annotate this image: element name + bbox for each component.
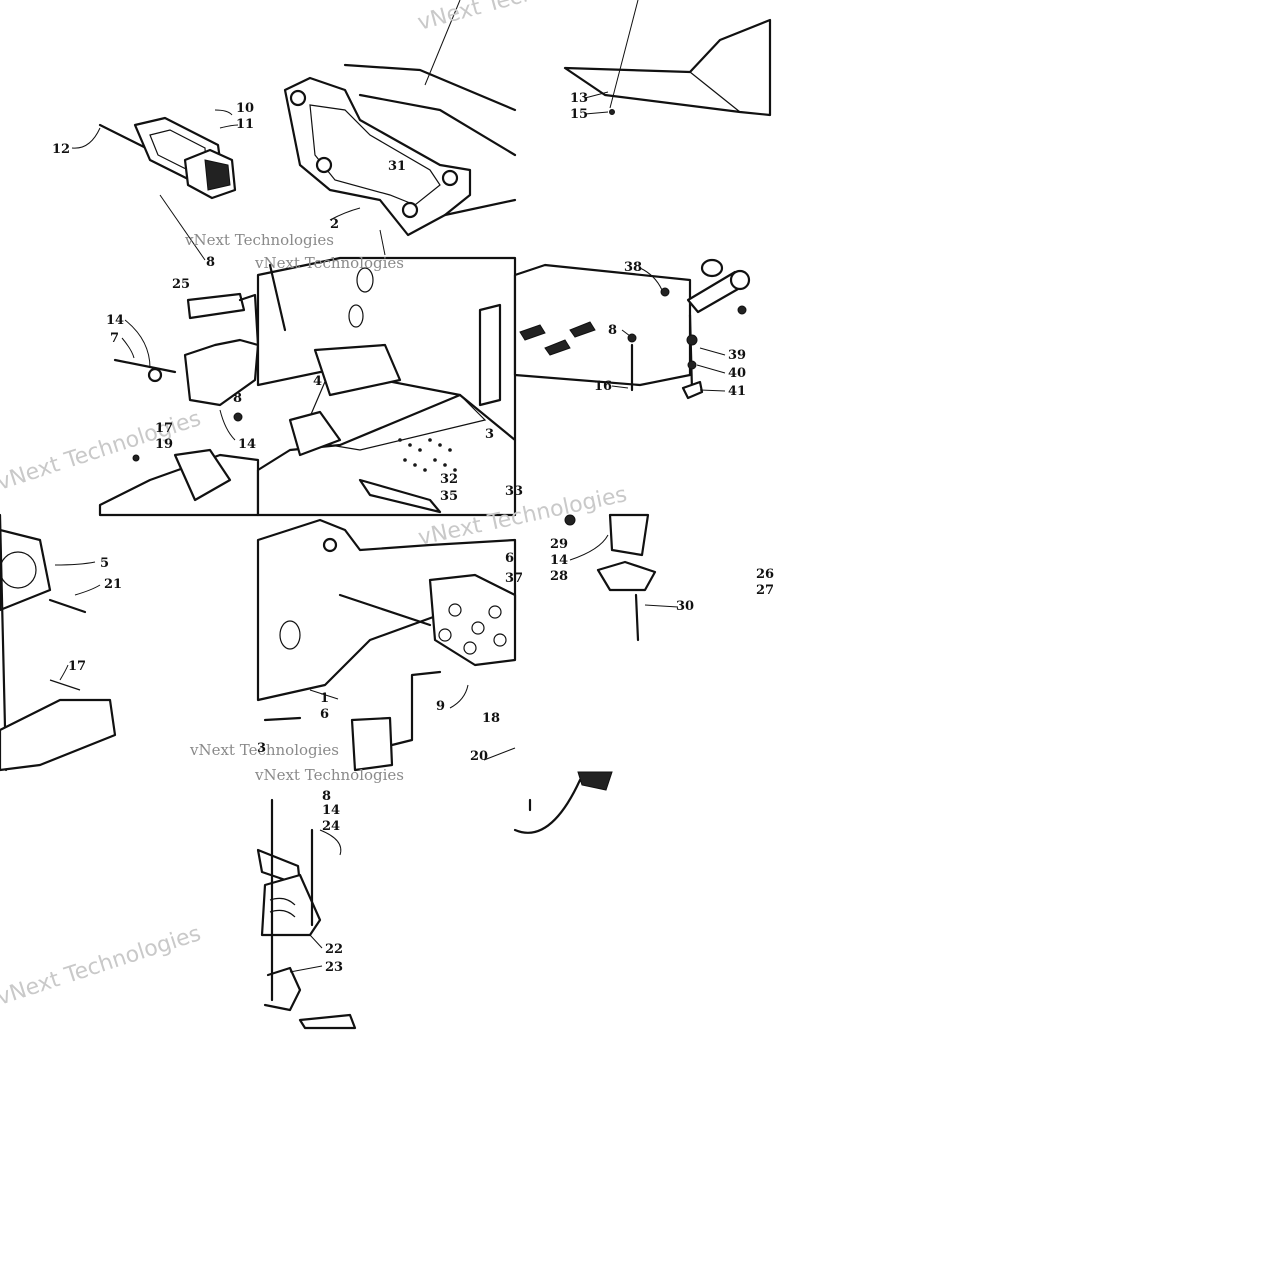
watermark: vNext Technologies [0,921,204,1010]
part-label: 12 [52,142,70,157]
part-label: 10 [236,101,254,116]
part-label: 14 [550,553,568,568]
part-label: 16 [594,379,612,394]
part-label: 40 [728,366,746,381]
part-label: 31 [388,159,406,174]
part-label: 32 [440,472,458,487]
part-label: 7 [110,331,119,346]
part-label: 22 [325,942,343,957]
part-label: 25 [172,277,190,292]
rivet-dots [398,438,457,472]
watermark: vNext Technologies [0,406,204,495]
part-label: 35 [440,489,458,504]
watermark: vNext Technologies [254,766,404,784]
watermark: vNext Technologies [184,231,334,249]
tile-bracket: vNext Technologies [0,292,260,517]
part-label: 8 [206,255,215,270]
part-label: 11 [236,117,254,132]
part-label: 17 [155,421,173,436]
part-label: 6 [320,707,329,722]
part-label: 3 [485,427,494,442]
part-label: 21 [104,577,122,592]
tile-bottom-bracket: vNext Technologies vNext Technologies [0,766,404,1030]
part-label: 9 [436,699,445,714]
part-labels: 12 10 11 31 2 8 13 15 25 14 7 8 14 17 19… [52,91,774,975]
part-label: 5 [100,556,109,571]
part-label: 41 [728,384,746,399]
part-label: 24 [322,819,340,834]
watermark: vNext Technologies [415,0,627,36]
part-label: 14 [238,437,256,452]
part-label: 23 [325,960,343,975]
part-label: 38 [624,260,642,275]
part-label: 17 [68,659,86,674]
tile-chassis: vNext Technologies [254,254,517,517]
part-label: 27 [756,583,774,598]
part-label: 28 [550,569,568,584]
part-label: 19 [155,437,173,452]
part-label: 4 [313,374,322,389]
part-label: 8 [233,391,242,406]
part-label: 3 [257,741,266,756]
part-label: 15 [570,107,588,122]
part-label: 18 [482,711,500,726]
tile-frame-side: vNext Technologies [256,482,629,772]
part-label: 8 [322,789,331,804]
watermark: vNext Technologies [254,254,404,272]
tile-pad [513,513,657,834]
part-label: 14 [106,313,124,328]
part-label: 26 [756,567,774,582]
part-label: 2 [330,217,339,232]
part-label: 13 [570,91,588,106]
part-label: 14 [322,803,340,818]
part-label: 33 [505,484,523,499]
leader-lines [289,267,726,973]
part-label: 1 [320,691,329,706]
tile-panel-left: vNext Technologies [0,513,339,772]
tile-plate [563,0,772,117]
part-label: 30 [676,599,694,614]
part-label: 6 [505,551,514,566]
part-label: 39 [728,348,746,363]
watermark: vNext Technologies [189,741,339,759]
part-label: 20 [470,749,488,764]
tile-latch: vNext Technologies [71,109,334,261]
part-label: 29 [550,537,568,552]
tile-linkage [513,258,751,400]
part-label: 37 [505,571,523,586]
part-label: 8 [608,323,617,338]
